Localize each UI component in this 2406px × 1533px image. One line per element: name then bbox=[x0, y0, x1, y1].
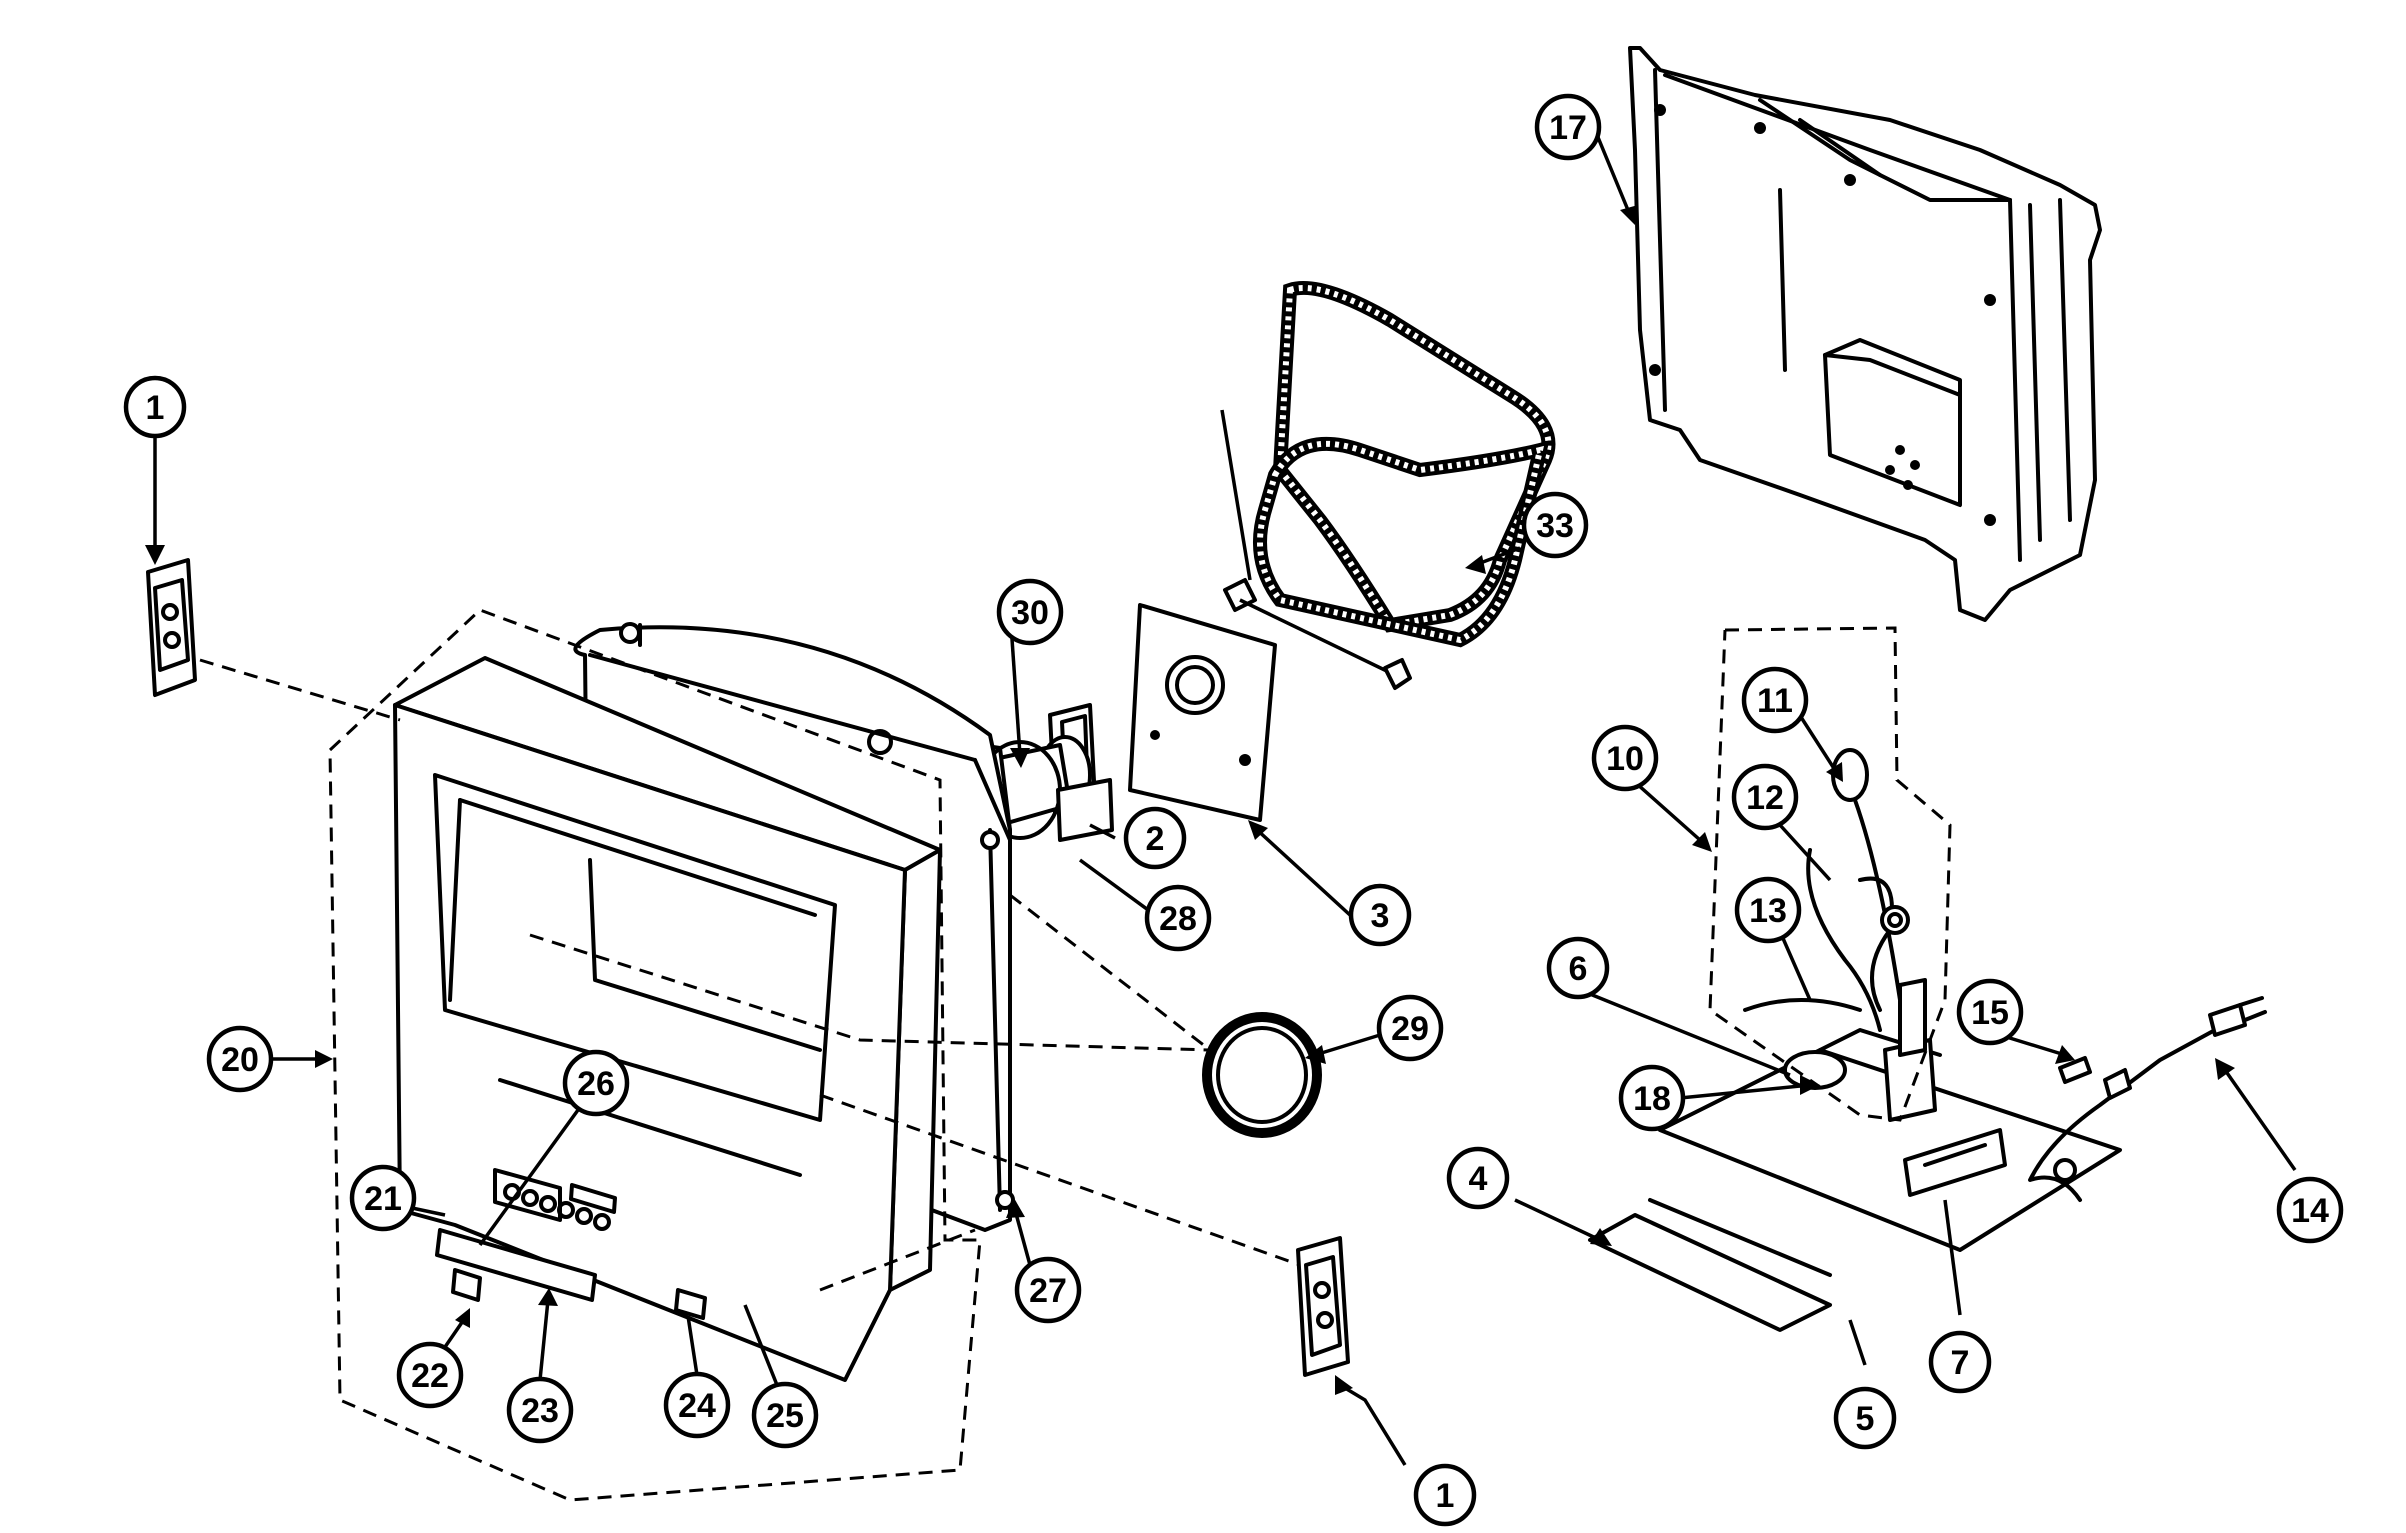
callout-5: 5 bbox=[1833, 1386, 1897, 1450]
callout-3: 3 bbox=[1348, 883, 1412, 947]
svg-text:26: 26 bbox=[577, 1065, 615, 1103]
svg-text:21: 21 bbox=[364, 1180, 402, 1218]
svg-text:33: 33 bbox=[1536, 507, 1574, 545]
main-chassis bbox=[1588, 978, 2122, 1332]
callout-15: 15 bbox=[1956, 978, 2024, 1046]
callout-1-top: 1 bbox=[123, 375, 187, 439]
degaussing-coil bbox=[1220, 281, 1556, 690]
svg-text:24: 24 bbox=[678, 1387, 716, 1425]
callout-14: 14 bbox=[2276, 1176, 2344, 1244]
callout-23: 23 bbox=[506, 1376, 574, 1444]
callout-21: 21 bbox=[349, 1164, 417, 1232]
svg-text:14: 14 bbox=[2291, 1192, 2329, 1230]
svg-text:11: 11 bbox=[1757, 682, 1793, 720]
callout-27: 27 bbox=[1014, 1256, 1082, 1324]
svg-text:30: 30 bbox=[1011, 594, 1049, 632]
callout-11: 11 bbox=[1741, 666, 1809, 734]
svg-text:23: 23 bbox=[521, 1392, 559, 1430]
callout-7: 7 bbox=[1928, 1330, 1992, 1394]
callout-bubbles: 1 1 2 3 4 5 6 7 10 11 12 13 14 15 17 18 … bbox=[123, 93, 2344, 1527]
callout-10: 10 bbox=[1591, 724, 1659, 792]
svg-text:28: 28 bbox=[1159, 900, 1197, 938]
callout-26: 26 bbox=[562, 1049, 630, 1117]
assembly-outlines bbox=[199, 608, 1301, 1502]
hv-wire-harness bbox=[1708, 626, 1952, 1122]
svg-text:12: 12 bbox=[1746, 779, 1784, 817]
svg-text:6: 6 bbox=[1569, 950, 1588, 988]
svg-text:17: 17 bbox=[1549, 109, 1587, 147]
callout-29: 29 bbox=[1376, 994, 1444, 1062]
front-cabinet bbox=[393, 656, 942, 1382]
callout-20: 20 bbox=[206, 1025, 274, 1093]
callout-2: 2 bbox=[1123, 806, 1187, 870]
svg-text:22: 22 bbox=[411, 1357, 449, 1395]
callout-30: 30 bbox=[996, 578, 1064, 646]
callout-24: 24 bbox=[663, 1371, 731, 1439]
svg-text:13: 13 bbox=[1749, 892, 1787, 930]
callout-17: 17 bbox=[1534, 93, 1602, 161]
callout-25: 25 bbox=[751, 1381, 819, 1449]
callout-leaders bbox=[145, 129, 2297, 1466]
crt-ring bbox=[1202, 1012, 1322, 1138]
svg-text:15: 15 bbox=[1971, 994, 2009, 1032]
callout-28: 28 bbox=[1144, 884, 1212, 952]
svg-text:18: 18 bbox=[1633, 1080, 1671, 1118]
callout-22: 22 bbox=[396, 1341, 464, 1409]
svg-text:5: 5 bbox=[1856, 1400, 1875, 1438]
speaker-bottom bbox=[1296, 1236, 1350, 1377]
callout-13: 13 bbox=[1734, 876, 1802, 944]
svg-text:20: 20 bbox=[221, 1041, 259, 1079]
power-cord bbox=[2028, 996, 2267, 1202]
svg-text:7: 7 bbox=[1951, 1344, 1970, 1382]
callout-12: 12 bbox=[1731, 763, 1799, 831]
crt-socket-board bbox=[1128, 603, 1277, 822]
callout-4: 4 bbox=[1446, 1146, 1510, 1210]
svg-text:3: 3 bbox=[1371, 897, 1390, 935]
svg-text:29: 29 bbox=[1391, 1010, 1429, 1048]
speaker-top bbox=[146, 558, 197, 697]
svg-text:4: 4 bbox=[1469, 1160, 1488, 1198]
rear-cabinet bbox=[1628, 46, 2102, 622]
svg-text:1: 1 bbox=[1436, 1477, 1455, 1515]
svg-text:25: 25 bbox=[766, 1397, 804, 1435]
svg-text:10: 10 bbox=[1606, 740, 1644, 778]
svg-text:2: 2 bbox=[1146, 820, 1165, 858]
svg-text:27: 27 bbox=[1029, 1272, 1067, 1310]
callout-6: 6 bbox=[1546, 936, 1610, 1000]
callout-1-bottom: 1 bbox=[1413, 1463, 1477, 1527]
callout-18: 18 bbox=[1618, 1064, 1686, 1132]
svg-text:1: 1 bbox=[146, 389, 165, 427]
callout-33: 33 bbox=[1521, 491, 1589, 559]
